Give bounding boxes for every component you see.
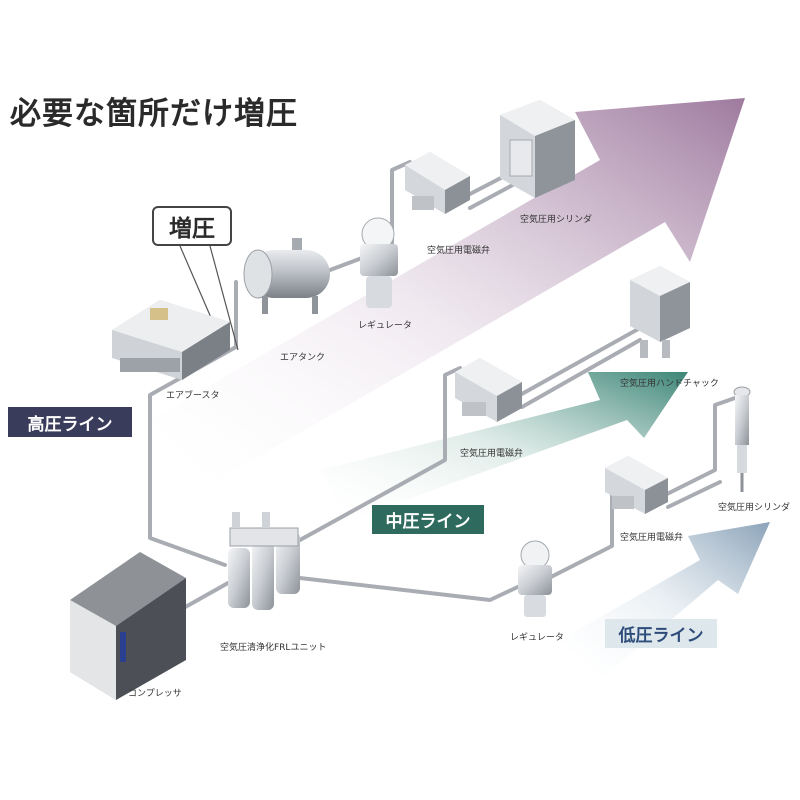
valve-low	[605, 456, 668, 514]
hand-chuck	[630, 266, 690, 358]
caption-cylinder-low: 空気圧用シリンダ	[718, 503, 791, 513]
boost-callout: 増圧	[152, 206, 232, 246]
caption-valve-high: 空気圧用電磁弁	[427, 246, 491, 256]
mid-line-arrow	[320, 372, 688, 520]
mid-pressure-line-label: 中圧ライン	[372, 505, 484, 534]
valve-high	[405, 152, 470, 214]
regulator-low	[518, 540, 552, 617]
caption-valve-mid: 空気圧用電磁弁	[460, 449, 524, 459]
caption-regulator-high: レギュレータ	[358, 321, 412, 331]
regulator-high	[360, 217, 398, 308]
page-title: 必要な箇所だけ増圧	[10, 96, 298, 132]
caption-hand-chuck: 空気圧用ハンドチャック	[620, 379, 719, 389]
high-pressure-line-label: 高圧ライン	[8, 407, 132, 437]
caption-air-tank: エアタンク	[280, 353, 326, 363]
caption-air-booster: エアブースタ	[166, 391, 220, 401]
caption-cylinder-high: 空気圧用シリンダ	[520, 215, 593, 225]
compressor	[70, 552, 186, 700]
pipe-network	[148, 160, 737, 612]
cylinder-low	[733, 386, 751, 492]
low-line-arrow	[560, 522, 770, 680]
caption-compressor: コンプレッサ	[128, 689, 182, 699]
air-booster	[112, 300, 230, 380]
high-line-arrow	[150, 98, 745, 482]
cylinder-high	[500, 100, 575, 198]
low-pressure-line-label: 低圧ライン	[605, 619, 717, 648]
caption-regulator-low: レギュレータ	[510, 633, 564, 643]
caption-frl-unit: 空気圧清浄化FRLユニット	[220, 643, 327, 653]
frl-unit	[228, 512, 300, 610]
caption-valve-low: 空気圧用電磁弁	[620, 533, 684, 543]
air-tank	[243, 238, 330, 314]
valve-mid	[455, 358, 522, 422]
